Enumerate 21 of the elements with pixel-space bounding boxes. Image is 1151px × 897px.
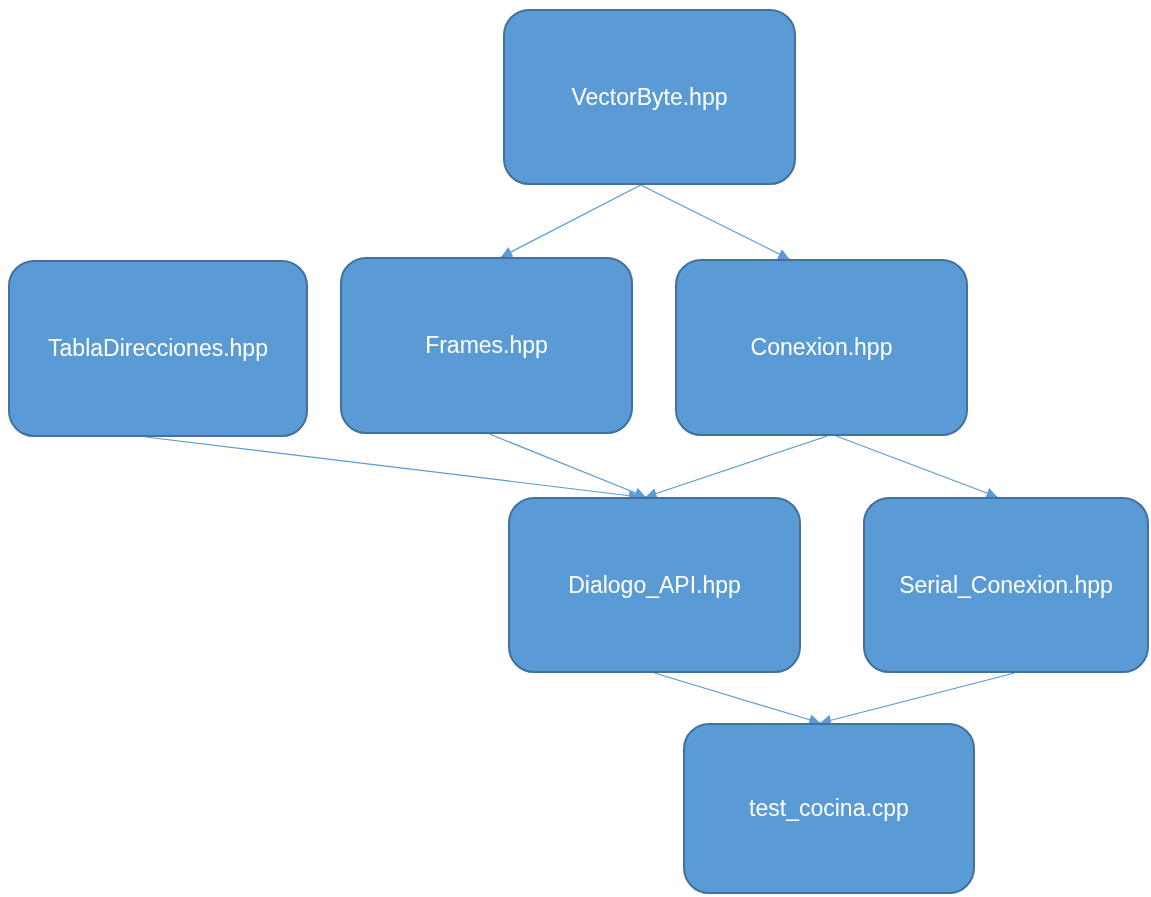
arrow [500,184,642,258]
file-name: test_cocina.cpp [749,795,909,822]
file-name: Serial_Conexion.hpp [899,571,1113,599]
arrow [645,435,828,499]
file-name: Frames.hpp [425,332,548,359]
arrow [653,672,821,726]
arrow [835,435,998,499]
arrow [488,433,647,498]
file-name: Conexion.hpp [750,334,893,361]
arrow [819,672,1016,726]
file-box [683,723,975,894]
file-name: Dialogo_API.hpp [568,571,741,599]
arrow [640,184,790,260]
file-box [340,257,633,434]
file-box [863,497,1149,673]
file-box [508,497,801,673]
file-box [675,259,968,436]
file-box [503,9,796,185]
file-name: TablaDirecciones.hpp [48,335,268,362]
file-name: VectorByte.hpp [571,83,728,111]
file-box [8,260,308,437]
